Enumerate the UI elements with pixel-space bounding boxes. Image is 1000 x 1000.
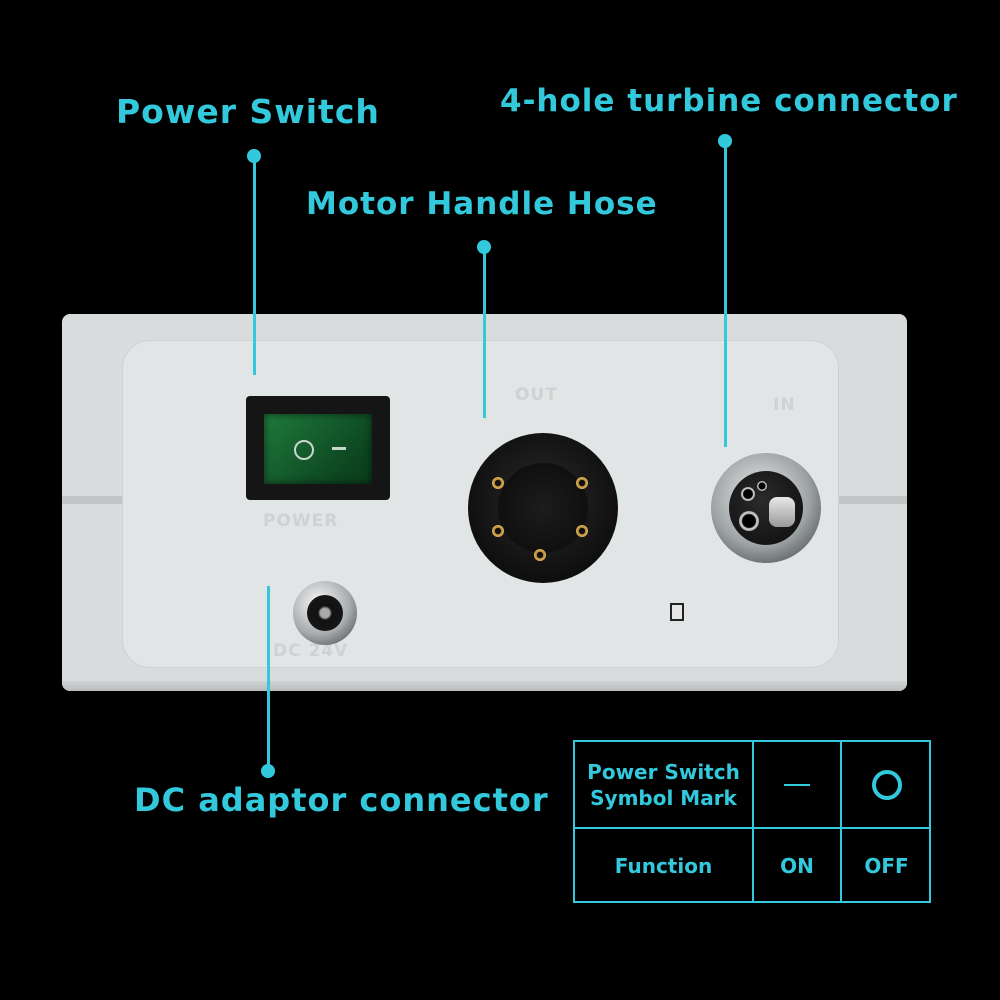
motor-hose-dot bbox=[477, 240, 491, 254]
dc-adaptor-jack[interactable] bbox=[293, 581, 357, 645]
square-vent bbox=[670, 603, 684, 621]
dc-adaptor-label: DC adaptor connector bbox=[134, 781, 549, 819]
off-function-cell: OFF bbox=[864, 854, 909, 878]
turbine-hole bbox=[757, 481, 767, 491]
table-divider bbox=[840, 742, 842, 901]
on-symbol-cell bbox=[754, 742, 840, 827]
on-symbol-icon bbox=[332, 447, 346, 450]
motor-handle-hose-label: Motor Handle Hose bbox=[306, 186, 658, 222]
dc-adaptor-dot bbox=[261, 764, 275, 778]
turbine-pin bbox=[769, 497, 795, 527]
turbine-connector[interactable] bbox=[711, 453, 821, 563]
off-symbol-icon bbox=[294, 440, 314, 460]
turbine-hole bbox=[741, 487, 755, 501]
circle-symbol-icon bbox=[871, 769, 902, 800]
function-header: Function bbox=[614, 854, 713, 878]
in-marking: IN bbox=[773, 395, 796, 415]
power-switch-leader bbox=[253, 157, 256, 375]
turbine-dot bbox=[718, 134, 732, 148]
socket-pin bbox=[576, 477, 588, 489]
dc-jack-core bbox=[307, 595, 343, 631]
power-switch-label: Power Switch bbox=[116, 92, 380, 131]
line-symbol-icon bbox=[784, 783, 810, 786]
table-divider bbox=[575, 827, 929, 829]
recessed-panel: POWER OUT IN DC 24V bbox=[122, 340, 839, 668]
socket-core bbox=[498, 463, 588, 553]
dc-adaptor-leader bbox=[267, 586, 270, 770]
out-marking: OUT bbox=[515, 385, 558, 405]
on-function-cell: ON bbox=[780, 854, 814, 878]
switch-rocker[interactable] bbox=[264, 414, 372, 484]
power-marking: POWER bbox=[263, 511, 339, 531]
power-switch-dot bbox=[247, 149, 261, 163]
symbol-mark-header: Power Switch Symbol Mark bbox=[587, 759, 740, 810]
socket-pin bbox=[534, 549, 546, 561]
turbine-core bbox=[729, 471, 803, 545]
turbine-leader bbox=[724, 142, 727, 447]
turbine-hole bbox=[739, 511, 759, 531]
voltage-marking: DC 24V bbox=[273, 641, 349, 661]
socket-pin bbox=[492, 477, 504, 489]
device-base bbox=[62, 681, 907, 691]
motor-handle-socket[interactable] bbox=[468, 433, 618, 583]
motor-hose-leader bbox=[483, 248, 486, 418]
switch-symbol-table: Power Switch Symbol Mark Function ON OFF bbox=[573, 740, 931, 903]
socket-pin bbox=[492, 525, 504, 537]
socket-pin bbox=[576, 525, 588, 537]
turbine-connector-label: 4-hole turbine connector bbox=[500, 83, 958, 119]
power-switch[interactable] bbox=[246, 396, 390, 500]
table-divider bbox=[752, 742, 754, 901]
off-symbol-cell bbox=[842, 742, 931, 827]
